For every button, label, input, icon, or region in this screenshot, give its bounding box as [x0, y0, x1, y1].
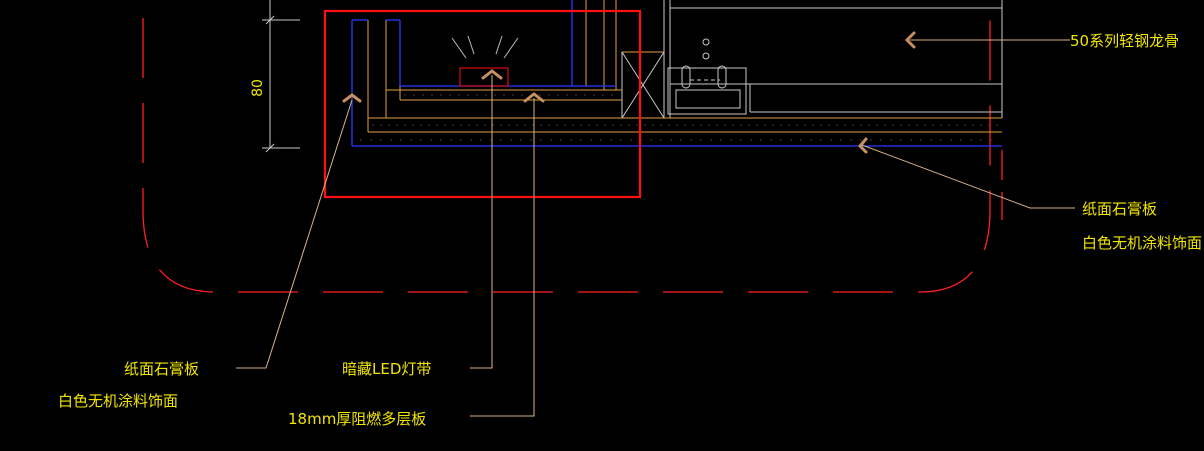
label-gypsum-left-1: 纸面石膏板 — [124, 360, 199, 378]
label-steel-keel: 50系列轻钢龙骨 — [1070, 32, 1179, 50]
detail-highlight-box — [323, 9, 642, 199]
dashed-ceiling-outline — [142, 0, 991, 293]
led-strip — [459, 67, 509, 87]
label-gypsum-left-2: 白色无机涂料饰面 — [58, 392, 178, 410]
board-hatch — [360, 94, 1000, 141]
dimension-label: 80 — [250, 79, 266, 97]
plywood-board — [367, 0, 1002, 133]
dimension-80 — [262, 0, 300, 153]
joint-cross — [621, 51, 665, 119]
leader-arrows — [342, 31, 916, 154]
led-light-rays — [451, 35, 519, 59]
label-led-strip: 暗藏LED灯带 — [342, 360, 431, 378]
label-gypsum-right-1: 纸面石膏板 — [1082, 200, 1157, 218]
leader-lines — [236, 39, 1075, 417]
label-plywood: 18mm厚阻燃多层板 — [288, 410, 426, 428]
label-gypsum-right-2: 白色无机涂料饰面 — [1082, 234, 1202, 252]
steel-keel-structure — [663, 0, 1003, 118]
gypsum-board — [351, 0, 1002, 147]
